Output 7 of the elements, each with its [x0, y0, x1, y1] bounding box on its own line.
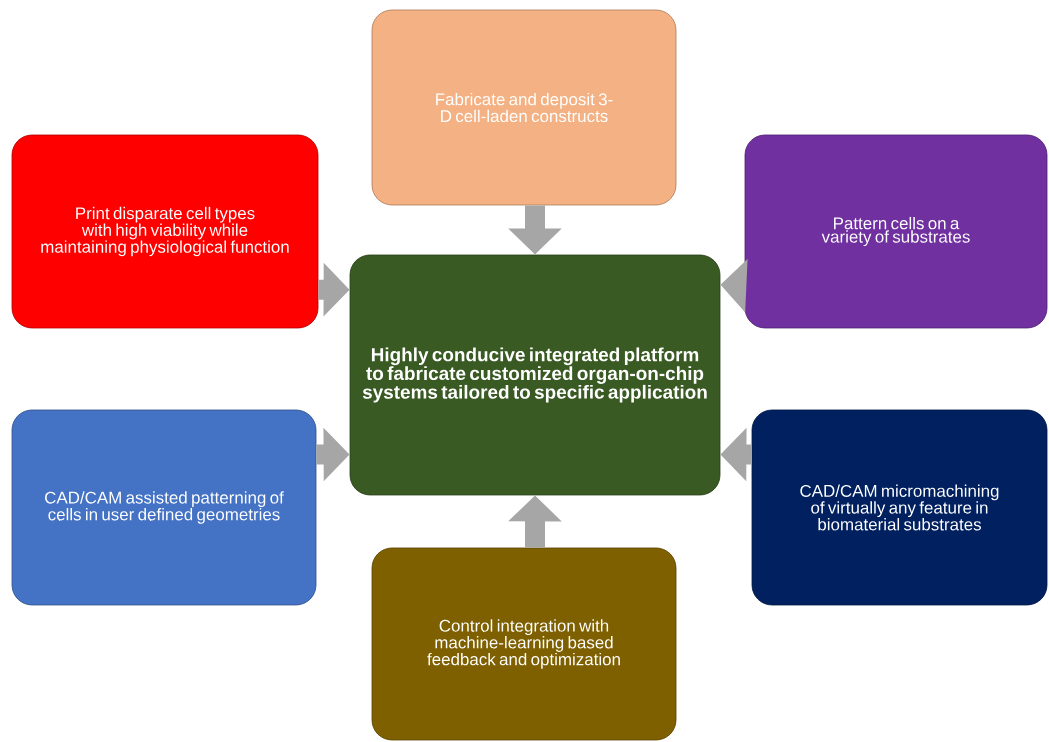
central-box: Highly conducive integrated platform to fabricate customized organ-on-chip systems tailored to specific application	[349, 254, 721, 496]
process-box: Pattern cells on a variety of substrates	[744, 134, 1048, 329]
process-box: Fabricate and deposit 3-D cell-laden constructs	[371, 9, 677, 206]
process-box: CAD/CAM assisted patterning of cells in user defined geometries	[11, 409, 317, 606]
process-box: Control integration with machine-learning based feedback and optimization	[371, 547, 677, 741]
process-box: CAD/CAM micromachining of virtually any feature in biomaterial substrates	[751, 409, 1048, 606]
process-box: Print disparate cell types with high viability while maintaining physiological function	[11, 134, 319, 329]
